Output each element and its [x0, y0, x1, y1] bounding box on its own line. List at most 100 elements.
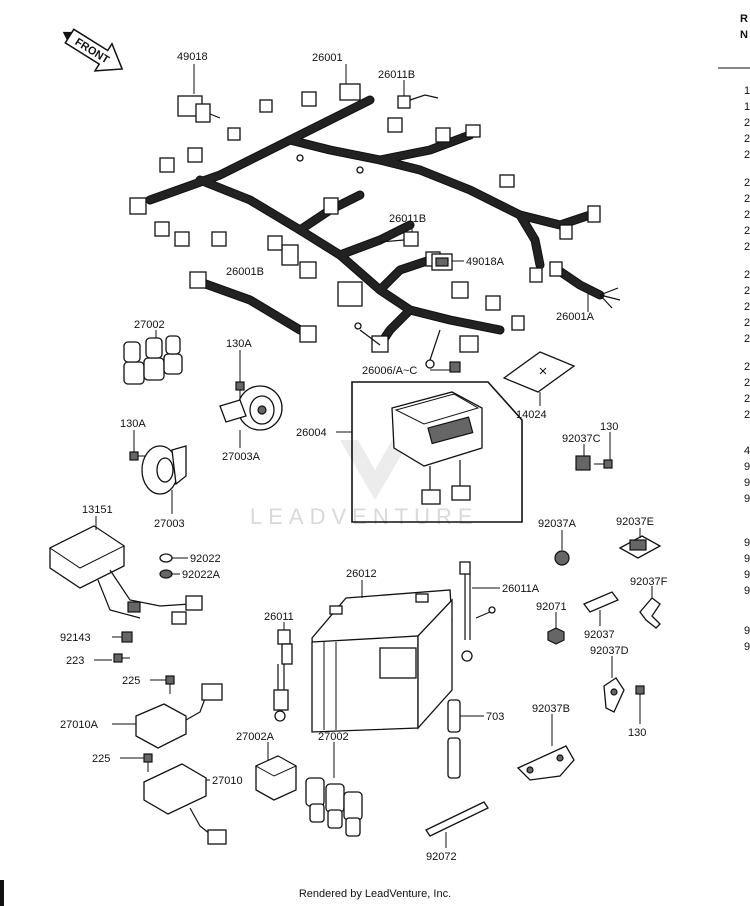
side-digit: 2: [744, 209, 750, 221]
junction-box-26004: [351, 361, 523, 523]
label-27010A: 27010A: [60, 719, 99, 731]
side-column: 1 1 2 2 2 2 2 2 2 2 2 2 2 2 2 2 2 2 2 4 …: [744, 85, 750, 653]
label-92037D: 92037D: [590, 645, 629, 657]
side-digit: 9: [744, 641, 750, 653]
screw-225-low: [143, 753, 153, 772]
label-130A-left: 130A: [120, 418, 146, 430]
footer-text: Rendered by LeadVenture, Inc.: [298, 888, 452, 900]
connector: [301, 91, 317, 107]
label-27002-top: 27002: [134, 319, 165, 331]
connector: [511, 315, 525, 331]
side-digit: 9: [744, 537, 750, 549]
connector: [129, 197, 147, 215]
label-14024: 14024: [516, 409, 547, 421]
side-digit: 2: [744, 377, 750, 389]
connector: [371, 335, 389, 353]
connector: [459, 335, 479, 353]
watermark: LEADVENTURE: [250, 440, 479, 529]
label-130A-top: 130A: [226, 338, 252, 350]
connector: [465, 124, 481, 138]
relay-49018: [177, 95, 221, 123]
connector: [187, 147, 203, 163]
collar-92143: [121, 631, 133, 643]
label-26001: 26001: [312, 52, 343, 64]
cable-26011A: [459, 561, 496, 662]
sub-harness-26001A: [549, 261, 621, 309]
side-digit: 9: [744, 477, 750, 489]
side-digit: 2: [744, 269, 750, 281]
bolt-130-right: [594, 459, 613, 469]
clamp-92037D: [603, 677, 625, 713]
label-27002-low: 27002: [318, 731, 349, 743]
clamp-92037A: [554, 550, 570, 566]
clamp-92037F: [639, 597, 661, 629]
connector: [227, 127, 241, 141]
side-digit: 2: [744, 285, 750, 297]
connector: [281, 244, 299, 266]
main-wiring-harness: [129, 83, 601, 369]
label-130-right: 130: [600, 421, 618, 433]
sub-harness-26001B: [189, 271, 317, 343]
side-digit: 2: [744, 225, 750, 237]
label-26004: 26004: [296, 427, 327, 439]
label-92037C: 92037C: [562, 433, 601, 445]
label-26001A: 26001A: [556, 311, 595, 323]
label-26011: 26011: [264, 611, 294, 623]
label-26011A: 26011A: [502, 583, 540, 595]
side-digit: 9: [744, 585, 750, 597]
label-92071: 92071: [536, 601, 567, 613]
header-right-1: R: [740, 13, 748, 25]
label-223: 223: [66, 655, 84, 667]
watermark-text: LEADVENTURE: [250, 504, 479, 529]
side-digit: 2: [744, 177, 750, 189]
relay-27002A: [254, 755, 298, 801]
label-92037B: 92037B: [532, 703, 570, 715]
label-703: 703: [486, 711, 504, 723]
label-92022A: 92022A: [182, 569, 221, 581]
connector: [337, 281, 363, 307]
label-26001B: 26001B: [226, 266, 264, 278]
tie-band-92072: [425, 801, 489, 837]
washer-92022: [159, 553, 173, 563]
side-digit: 2: [744, 133, 750, 145]
connector: [559, 224, 573, 240]
side-digit: 2: [744, 333, 750, 345]
connector: [435, 127, 451, 143]
harness-26011B-top: [397, 94, 439, 109]
side-digit: 1: [744, 85, 750, 97]
clamp-92037E: [618, 535, 662, 559]
label-13151: 13151: [82, 504, 113, 516]
nut-92022A: [159, 569, 173, 579]
clamp-92037C: [575, 455, 591, 471]
side-digit: 9: [744, 569, 750, 581]
side-digit: 9: [744, 553, 750, 565]
label-26012: 26012: [346, 568, 377, 580]
side-digit: 2: [744, 361, 750, 373]
side-digit: 2: [744, 317, 750, 329]
side-digit: 2: [744, 393, 750, 405]
connector: [451, 281, 469, 299]
connector: [154, 221, 170, 237]
connector: [299, 261, 317, 279]
tube-703: [447, 699, 461, 779]
side-digit: 2: [744, 241, 750, 253]
side-digit: 2: [744, 117, 750, 129]
label-27002A: 27002A: [236, 731, 275, 743]
label-27003: 27003: [154, 518, 185, 530]
label-225-top: 225: [122, 675, 140, 687]
regulator-13151: [49, 525, 203, 625]
label-26011B-top: 26011B: [378, 69, 415, 81]
side-digit: 2: [744, 149, 750, 161]
label-26006: 26006/A~C: [362, 365, 417, 377]
bracket-92037B: [516, 745, 575, 781]
label-49018A: 49018A: [466, 256, 505, 268]
harness-26011B-mid: [379, 231, 419, 247]
label-92143: 92143: [60, 632, 91, 644]
label-sheet-14024: [502, 351, 576, 393]
igniter-27010: [143, 763, 227, 845]
side-digit: 9: [744, 493, 750, 505]
header-right-2: N: [740, 29, 748, 41]
label-26011B-mid: 26011B: [389, 213, 426, 225]
connector: [529, 267, 543, 283]
